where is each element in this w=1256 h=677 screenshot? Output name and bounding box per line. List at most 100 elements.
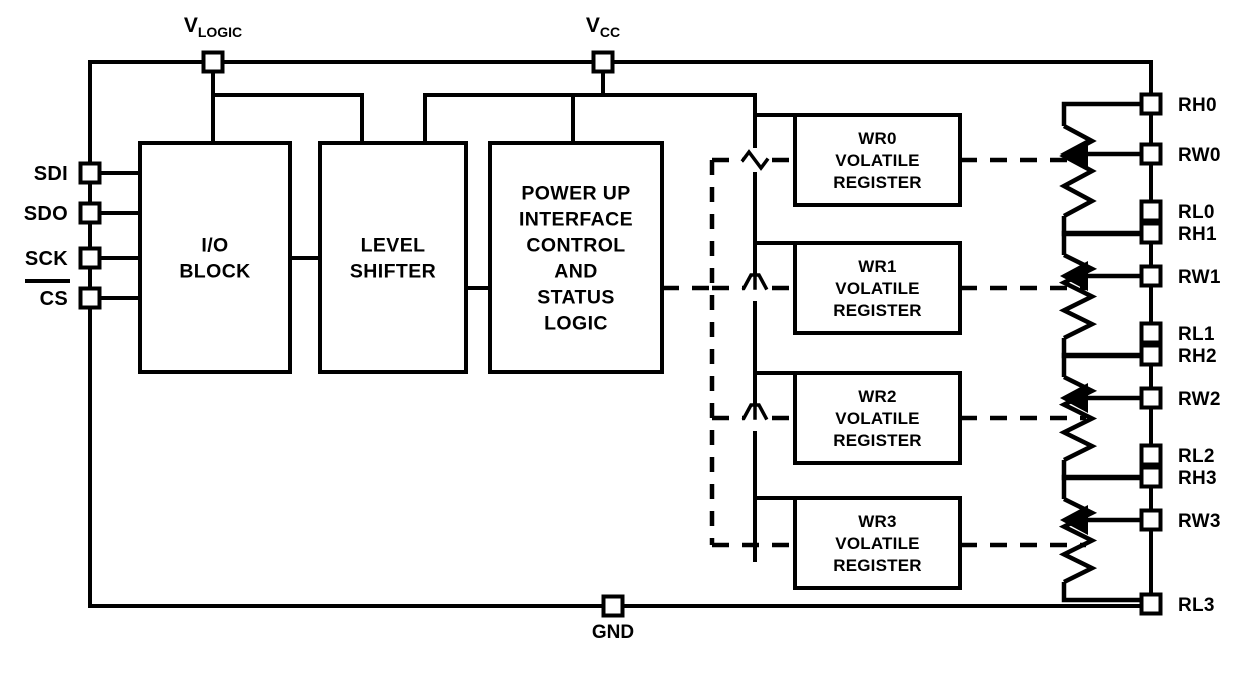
pin-label-sck: SCK	[25, 248, 68, 270]
level-shifter-box[interactable]	[318, 141, 468, 374]
pot-wiper-arrow	[1060, 505, 1088, 535]
pin-rw0[interactable]	[1139, 142, 1163, 166]
pot-resistor-zigzag	[1058, 252, 1098, 341]
pin-rh2[interactable]	[1139, 343, 1163, 367]
block-label-power-up-logic: AND	[554, 261, 597, 283]
io-block-box[interactable]	[138, 141, 292, 374]
pin-rl3[interactable]	[1139, 592, 1163, 616]
potentiometer-pot1	[1058, 230, 1154, 359]
potentiometer-pot3	[1058, 474, 1154, 604]
pin-label-rw2: RW2	[1178, 389, 1221, 410]
pot-wiper-arrow	[1060, 383, 1088, 413]
pin-sdo[interactable]	[78, 201, 102, 225]
register-label-line: VOLATILE	[835, 534, 919, 553]
pin-rh0[interactable]	[1139, 92, 1163, 116]
potentiometer-pot2	[1058, 352, 1154, 481]
register-label-line: WR3	[858, 512, 896, 531]
pin-rw1[interactable]	[1139, 264, 1163, 288]
pin-rh1[interactable]	[1139, 221, 1163, 245]
block-label-power-up-logic: POWER UP	[521, 183, 630, 205]
pot-wiper-arrow	[1060, 261, 1088, 291]
pin-label-rl1: RL1	[1178, 324, 1215, 345]
vlogic-branch-to-level-shifter	[211, 93, 364, 145]
register-label-line: REGISTER	[833, 173, 922, 192]
left-pin-wires	[88, 171, 142, 300]
block-label-level-shifter: SHIFTER	[350, 261, 436, 283]
block-label-power-up-logic: LOGIC	[544, 313, 608, 335]
block-label-power-up-logic: INTERFACE	[519, 209, 633, 231]
wire-hop-symbols	[740, 148, 770, 431]
vlogic-label: VLOGIC	[184, 14, 242, 40]
pin-label-rl2: RL2	[1178, 446, 1215, 467]
register-label-line: REGISTER	[833, 301, 922, 320]
block-label-io-block: I/O	[201, 235, 228, 257]
pin-layer: SDISDOSCKCSRH0RW0RL0RH1RW1RL1RH2RW2RL2RH…	[24, 50, 1221, 618]
pin-cs[interactable]	[78, 286, 102, 310]
register-box[interactable]	[793, 241, 962, 335]
pot-high-lead	[1061, 474, 1151, 499]
register-label-line: VOLATILE	[835, 409, 919, 428]
gnd-label: GND	[592, 622, 634, 643]
pin-vlogic[interactable]	[201, 50, 225, 74]
pot-resistor-zigzag	[1058, 496, 1098, 585]
pot-resistor-zigzag	[1058, 374, 1098, 463]
register-box[interactable]	[793, 113, 962, 207]
potentiometer-layer	[1058, 101, 1154, 604]
hop-wr0	[740, 149, 770, 171]
register-box[interactable]	[793, 496, 962, 590]
vcc-label: VCC	[586, 14, 620, 40]
pin-label-sdi: SDI	[34, 163, 68, 185]
pot-high-lead	[1061, 352, 1151, 377]
pin-label-rh0: RH0	[1178, 95, 1217, 116]
pin-label-rw1: RW1	[1178, 267, 1221, 288]
register-box[interactable]	[793, 371, 962, 465]
vlogic-distribution	[211, 60, 364, 145]
pot-high-lead	[1061, 101, 1151, 126]
pin-label-rh1: RH1	[1178, 224, 1217, 245]
block-label-layer: I/O BLOCK LEVEL SHIFTER POWER UP INTERFACE CON…	[179, 183, 633, 335]
pin-rl0[interactable]	[1139, 199, 1163, 223]
block-label-io-block: BLOCK	[179, 261, 250, 283]
pot-low-lead	[1061, 582, 1151, 603]
pin-rh3[interactable]	[1139, 465, 1163, 489]
main-blocks	[138, 141, 664, 374]
control-bus	[662, 157, 795, 548]
pin-label-rl0: RL0	[1178, 202, 1215, 223]
register-label-line: WR1	[858, 257, 896, 276]
pot-wiper-arrow	[1060, 139, 1088, 169]
register-to-pot-links	[960, 157, 1086, 548]
pin-sck[interactable]	[78, 246, 102, 270]
pin-label-sdo: SDO	[24, 203, 68, 225]
pot-high-lead	[1061, 230, 1151, 255]
block-label-power-up-logic: CONTROL	[526, 235, 625, 257]
pot-resistor-zigzag	[1059, 124, 1097, 218]
supply-labels: VLOGIC VCC GND	[184, 14, 634, 643]
register-label-line: REGISTER	[833, 556, 922, 575]
pin-sdi[interactable]	[78, 161, 102, 185]
register-label-line: VOLATILE	[835, 151, 919, 170]
block-label-power-up-logic: STATUS	[537, 287, 615, 309]
power-up-logic-box[interactable]	[488, 141, 664, 374]
pin-vcc[interactable]	[591, 50, 615, 74]
pin-gnd[interactable]	[601, 594, 625, 618]
potentiometer-pot0	[1059, 101, 1154, 237]
pin-label-rw3: RW3	[1178, 511, 1221, 532]
register-label-line: WR0	[858, 129, 896, 148]
pin-rl2[interactable]	[1139, 443, 1163, 467]
pin-rw2[interactable]	[1139, 386, 1163, 410]
register-label-line: VOLATILE	[835, 279, 919, 298]
pin-rl1[interactable]	[1139, 321, 1163, 345]
pin-label-rw0: RW0	[1178, 145, 1221, 166]
block-label-level-shifter: LEVEL	[361, 235, 426, 257]
pin-label-cs: CS	[40, 288, 68, 310]
pin-label-rh3: RH3	[1178, 468, 1217, 489]
pin-rw3[interactable]	[1139, 508, 1163, 532]
register-label-line: REGISTER	[833, 431, 922, 450]
pin-label-rl3: RL3	[1178, 595, 1215, 616]
register-label-line: WR2	[858, 387, 896, 406]
